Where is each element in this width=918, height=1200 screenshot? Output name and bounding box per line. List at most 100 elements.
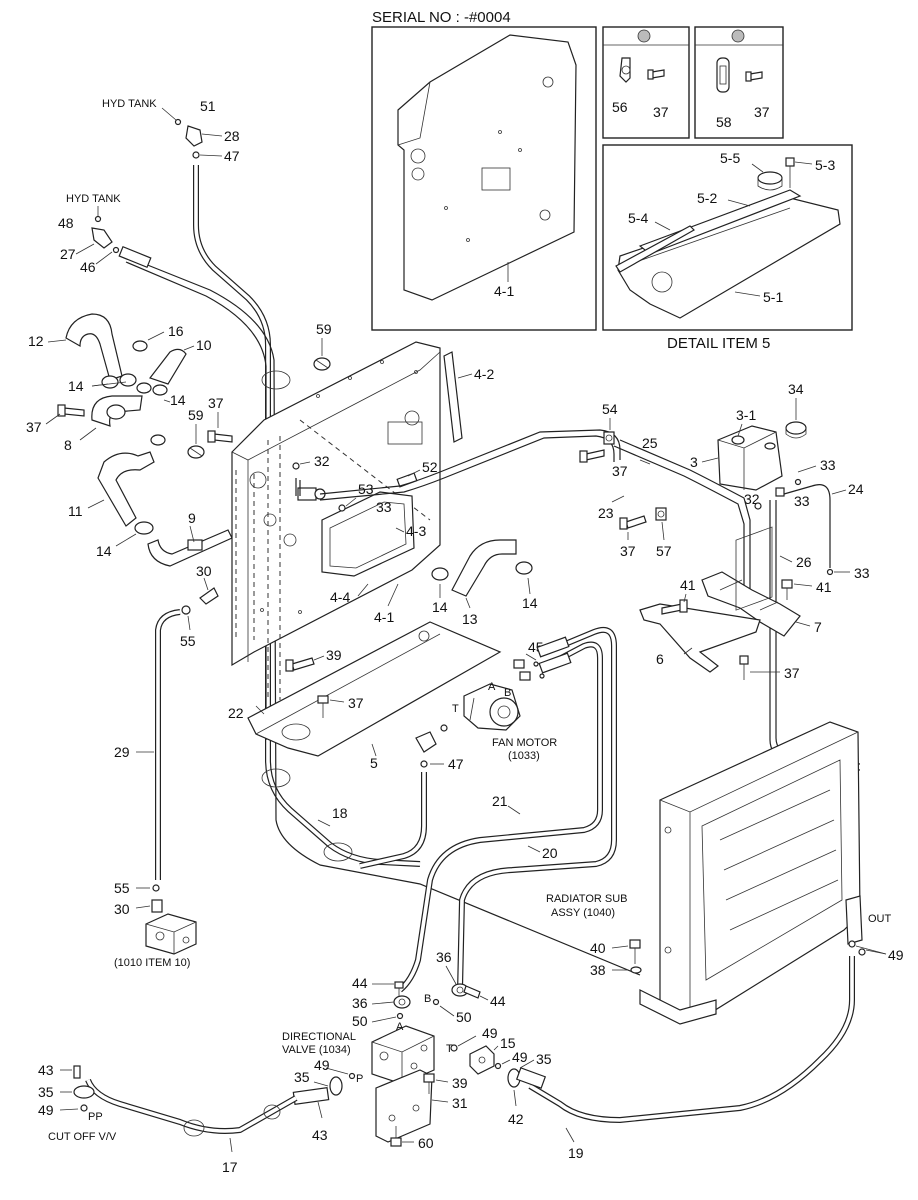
bolt-44-left-icon bbox=[394, 981, 404, 996]
o-ring-48-icon bbox=[94, 215, 102, 223]
leader-3 bbox=[701, 457, 719, 463]
washer-38-icon bbox=[630, 966, 642, 974]
hose-size-marker-icon bbox=[731, 29, 745, 43]
inset-panel-plate-4-1 bbox=[397, 34, 577, 301]
callout-5-3: 5-3 bbox=[815, 157, 835, 173]
inset-clip-box-56 bbox=[602, 26, 690, 139]
serial-number-title: SERIAL NO : -#0004 bbox=[372, 9, 511, 26]
callout-5: 5 bbox=[370, 755, 378, 771]
leader-14c bbox=[115, 533, 137, 547]
leader-16 bbox=[147, 331, 165, 341]
callout-30-lower: 30 bbox=[114, 901, 130, 917]
callout-35-right: 35 bbox=[536, 1051, 552, 1067]
callout-41-right: 41 bbox=[816, 579, 832, 595]
directional-valve-ref-label: VALVE (1034) bbox=[282, 1044, 351, 1056]
leader-24 bbox=[831, 489, 847, 495]
callout-25: 25 bbox=[642, 435, 658, 451]
pipe-clamp-marker bbox=[323, 842, 353, 862]
callout-56: 56 bbox=[612, 99, 628, 115]
clamp-14-icon bbox=[515, 561, 533, 575]
hose-19-inner bbox=[529, 956, 854, 1122]
panel-frame-4-1 bbox=[231, 341, 441, 667]
callout-20: 20 bbox=[542, 845, 558, 861]
bolt-37-icon bbox=[57, 404, 85, 417]
callout-5-1: 5-1 bbox=[763, 289, 783, 305]
leader-40 bbox=[611, 945, 629, 949]
o-ring-49-right-icon bbox=[848, 940, 856, 948]
o-ring-49-b-icon bbox=[494, 1062, 502, 1070]
leader-19 bbox=[565, 1127, 575, 1143]
valve-port-t-label: T bbox=[446, 1043, 453, 1055]
leader-30 bbox=[203, 577, 209, 591]
pipe-22-edge bbox=[125, 261, 267, 740]
plug-15-icon bbox=[469, 1045, 495, 1075]
leader-20 bbox=[527, 845, 541, 853]
leader-4-1-main bbox=[387, 583, 399, 607]
hose-clamp-marker bbox=[183, 1119, 205, 1137]
leader-49-right-b bbox=[855, 945, 887, 955]
leader-39-upper bbox=[313, 655, 325, 661]
leader-37-left bbox=[45, 413, 61, 425]
callout-47-mid: 47 bbox=[448, 756, 464, 772]
callout-46: 46 bbox=[80, 259, 96, 275]
o-ring-55-lower-icon bbox=[152, 884, 160, 892]
valve-port-a-label: A bbox=[396, 1021, 404, 1033]
fitting-30-icon bbox=[199, 587, 219, 605]
callout-18: 18 bbox=[332, 805, 348, 821]
callout-15: 15 bbox=[500, 1035, 516, 1051]
leader-5-1 bbox=[734, 291, 761, 297]
leader-11 bbox=[87, 499, 105, 509]
hose-end-fittings-icon bbox=[536, 636, 572, 674]
leader-4-3 bbox=[395, 527, 405, 533]
callout-3: 3 bbox=[690, 454, 698, 470]
leader-41-left bbox=[683, 593, 687, 603]
callout-37-plate: 37 bbox=[348, 695, 364, 711]
hose-29-inner bbox=[156, 610, 181, 880]
valve-port-b-label: B bbox=[424, 993, 431, 1005]
clamp-14-icon bbox=[134, 521, 154, 535]
leader-43-mid bbox=[317, 1101, 323, 1119]
callout-48: 48 bbox=[58, 215, 74, 231]
o-ring-32-icon bbox=[292, 462, 300, 470]
bolt-41-icon bbox=[661, 599, 688, 615]
radiator-sub-assy-1040 bbox=[639, 526, 863, 1025]
callout-50-right: 50 bbox=[456, 1009, 472, 1025]
detail-item-5-title: DETAIL ITEM 5 bbox=[667, 335, 770, 352]
callout-37-right-b: 37 bbox=[620, 543, 636, 559]
callout-37-left: 37 bbox=[26, 419, 42, 435]
leader-13 bbox=[465, 597, 471, 609]
inset-detail-item-5-frame bbox=[602, 144, 853, 331]
callout-35-left: 35 bbox=[38, 1084, 54, 1100]
bracket-6 bbox=[639, 603, 761, 673]
callout-17: 17 bbox=[222, 1159, 238, 1175]
radiator-label: RADIATOR SUB bbox=[546, 893, 628, 905]
leader-36-left bbox=[371, 1001, 395, 1005]
callout-59-left: 59 bbox=[188, 407, 204, 423]
callout-57: 57 bbox=[656, 543, 672, 559]
callout-6: 6 bbox=[656, 651, 664, 667]
leader-45 bbox=[525, 653, 537, 661]
flange-35-left-icon bbox=[73, 1085, 95, 1099]
callout-47-top: 47 bbox=[224, 148, 240, 164]
leader-50-left bbox=[371, 1016, 397, 1023]
callout-16: 16 bbox=[168, 323, 184, 339]
callout-21: 21 bbox=[492, 793, 508, 809]
leader-4-2 bbox=[457, 373, 473, 379]
callout-36-left: 36 bbox=[352, 995, 368, 1011]
detail-strip-5-4 bbox=[615, 225, 695, 273]
hose-end-fitting-46 bbox=[118, 245, 152, 269]
callout-40: 40 bbox=[590, 940, 606, 956]
bolt-37-plate-icon bbox=[317, 695, 329, 718]
leader-12 bbox=[47, 339, 67, 343]
callout-37-inset-b: 37 bbox=[754, 104, 770, 120]
detail-bolt-5-3 bbox=[785, 157, 795, 188]
callout-38: 38 bbox=[590, 962, 606, 978]
elbow-28-icon bbox=[185, 125, 203, 147]
callout-22: 22 bbox=[228, 705, 244, 721]
callout-49-right: 49 bbox=[888, 947, 904, 963]
callout-54: 54 bbox=[602, 401, 618, 417]
o-ring-47-icon bbox=[192, 151, 200, 159]
o-ring-50-right-icon bbox=[432, 998, 440, 1006]
bolt-41-right-icon bbox=[781, 579, 793, 600]
hose-10 bbox=[149, 348, 187, 385]
